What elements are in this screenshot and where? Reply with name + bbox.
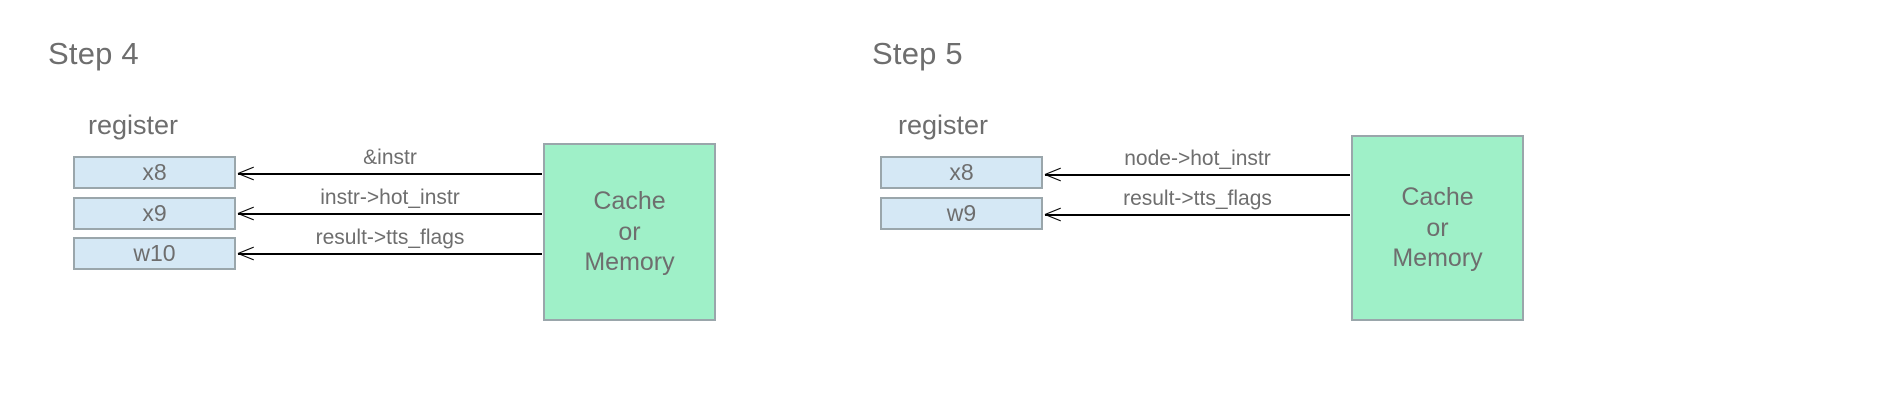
step-5-title: Step 5 — [872, 36, 963, 71]
step-5-memory-box[interactable]: Cache or Memory — [1351, 135, 1524, 321]
step-5-register-x8[interactable]: x8 — [880, 156, 1043, 189]
step-5-register-w9[interactable]: w9 — [880, 197, 1043, 230]
step-5-arrow-label-hot-instr: node->hot_instr — [1124, 147, 1271, 170]
step-5-panel: Step 5 register x8 w9 Cache or Memory no… — [840, 0, 1882, 412]
step-4-register-w10[interactable]: w10 — [73, 237, 236, 270]
step-4-memory-line-3: Memory — [584, 248, 675, 277]
step-4-arrow-label-tts-flags: result->tts_flags — [315, 226, 465, 249]
step-4-register-group-label: register — [88, 110, 179, 140]
step-4-memory-line-1: Cache — [593, 187, 666, 216]
step-4-arrow-instr — [237, 166, 542, 181]
step-4-title: Step 4 — [48, 36, 139, 71]
step-4-memory-line-2: or — [618, 217, 641, 246]
arrow-shaft — [1045, 214, 1350, 216]
step-5-arrow-hot-instr — [1044, 167, 1350, 182]
step-5-memory-line-1: Cache — [1401, 183, 1474, 212]
arrow-shaft — [238, 213, 542, 215]
step-4-register-x8[interactable]: x8 — [73, 156, 236, 189]
step-5-memory-line-3: Memory — [1392, 244, 1483, 273]
step-4-panel: Step 4 register x8 x9 w10 Cache or Memor… — [0, 0, 900, 412]
step-4-register-x9[interactable]: x9 — [73, 197, 236, 230]
step-4-arrow-hot-instr — [237, 206, 542, 221]
step-5-register-group-label: register — [898, 110, 989, 140]
arrow-shaft — [1045, 174, 1350, 176]
step-4-arrow-tts-flags — [237, 246, 542, 261]
step-4-memory-box[interactable]: Cache or Memory — [543, 143, 716, 321]
step-4-arrow-label-hot-instr: instr->hot_instr — [320, 186, 460, 209]
step-5-arrow-tts-flags — [1044, 207, 1350, 222]
step-5-arrow-label-tts-flags: result->tts_flags — [1123, 187, 1272, 210]
arrow-shaft — [238, 253, 542, 255]
step-4-arrow-label-instr: &instr — [363, 146, 417, 169]
arrow-shaft — [238, 173, 542, 175]
step-5-memory-line-2: or — [1426, 213, 1449, 242]
